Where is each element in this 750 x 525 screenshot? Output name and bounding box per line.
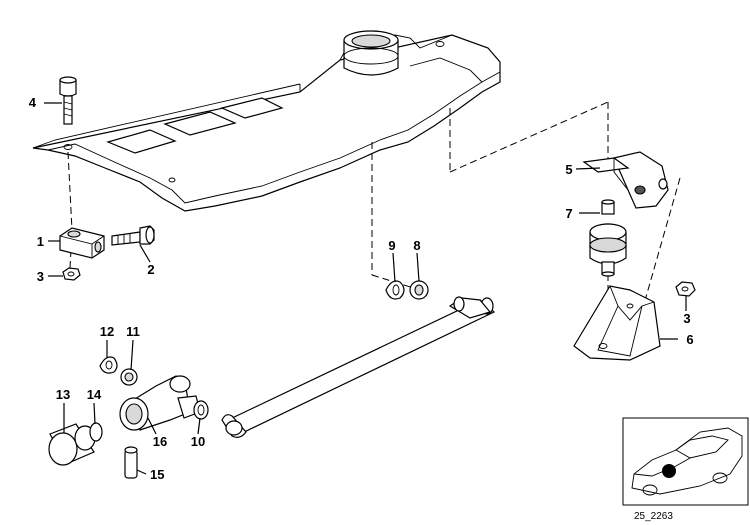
assembly-lines xyxy=(67,101,681,319)
callout-3-right: 3 xyxy=(683,311,690,326)
callout-10: 10 xyxy=(191,434,205,449)
callout-12: 12 xyxy=(100,324,114,339)
drawing-code: 25_2263 xyxy=(634,511,673,522)
callout-15: 15 xyxy=(150,467,164,482)
washer-8 xyxy=(409,280,429,300)
circlip-12 xyxy=(99,356,118,374)
clamp-block-1 xyxy=(59,227,105,259)
pin-15 xyxy=(124,446,138,479)
car-location-thumbnail xyxy=(622,417,749,506)
callout-13: 13 xyxy=(56,387,70,402)
callout-8: 8 xyxy=(413,238,420,253)
callout-14: 14 xyxy=(87,387,102,402)
nut-3-left xyxy=(62,267,81,281)
bracket-6 xyxy=(573,285,661,361)
callout-7: 7 xyxy=(565,206,572,221)
callout-9: 9 xyxy=(388,238,395,253)
callouts: 4 1 3 2 5 7 9 8 3 6 12 11 13 14 16 10 15 xyxy=(29,95,694,482)
location-marker-icon xyxy=(662,464,676,478)
callout-6: 6 xyxy=(686,332,693,347)
callout-16: 16 xyxy=(153,434,167,449)
bush-13 xyxy=(48,423,96,466)
screw-2 xyxy=(111,225,155,246)
cover-boss xyxy=(343,30,399,76)
cover-plate xyxy=(32,34,501,212)
ring-10 xyxy=(193,400,209,420)
callout-2: 2 xyxy=(147,262,154,277)
callout-1: 1 xyxy=(37,234,44,249)
circlip-9 xyxy=(385,280,405,300)
nut-3-right xyxy=(675,281,696,297)
ring-14 xyxy=(89,422,103,442)
washer-11 xyxy=(120,368,138,386)
callout-5: 5 xyxy=(565,162,572,177)
rubber-mount-7 xyxy=(589,199,627,277)
leader-lines xyxy=(44,102,687,475)
callout-11: 11 xyxy=(126,324,140,339)
joint-16 xyxy=(119,375,201,431)
callout-3-left: 3 xyxy=(37,269,44,284)
callout-4: 4 xyxy=(29,95,37,110)
bolt-4 xyxy=(59,76,77,125)
shift-rod xyxy=(221,296,496,438)
bracket-5 xyxy=(582,151,669,209)
